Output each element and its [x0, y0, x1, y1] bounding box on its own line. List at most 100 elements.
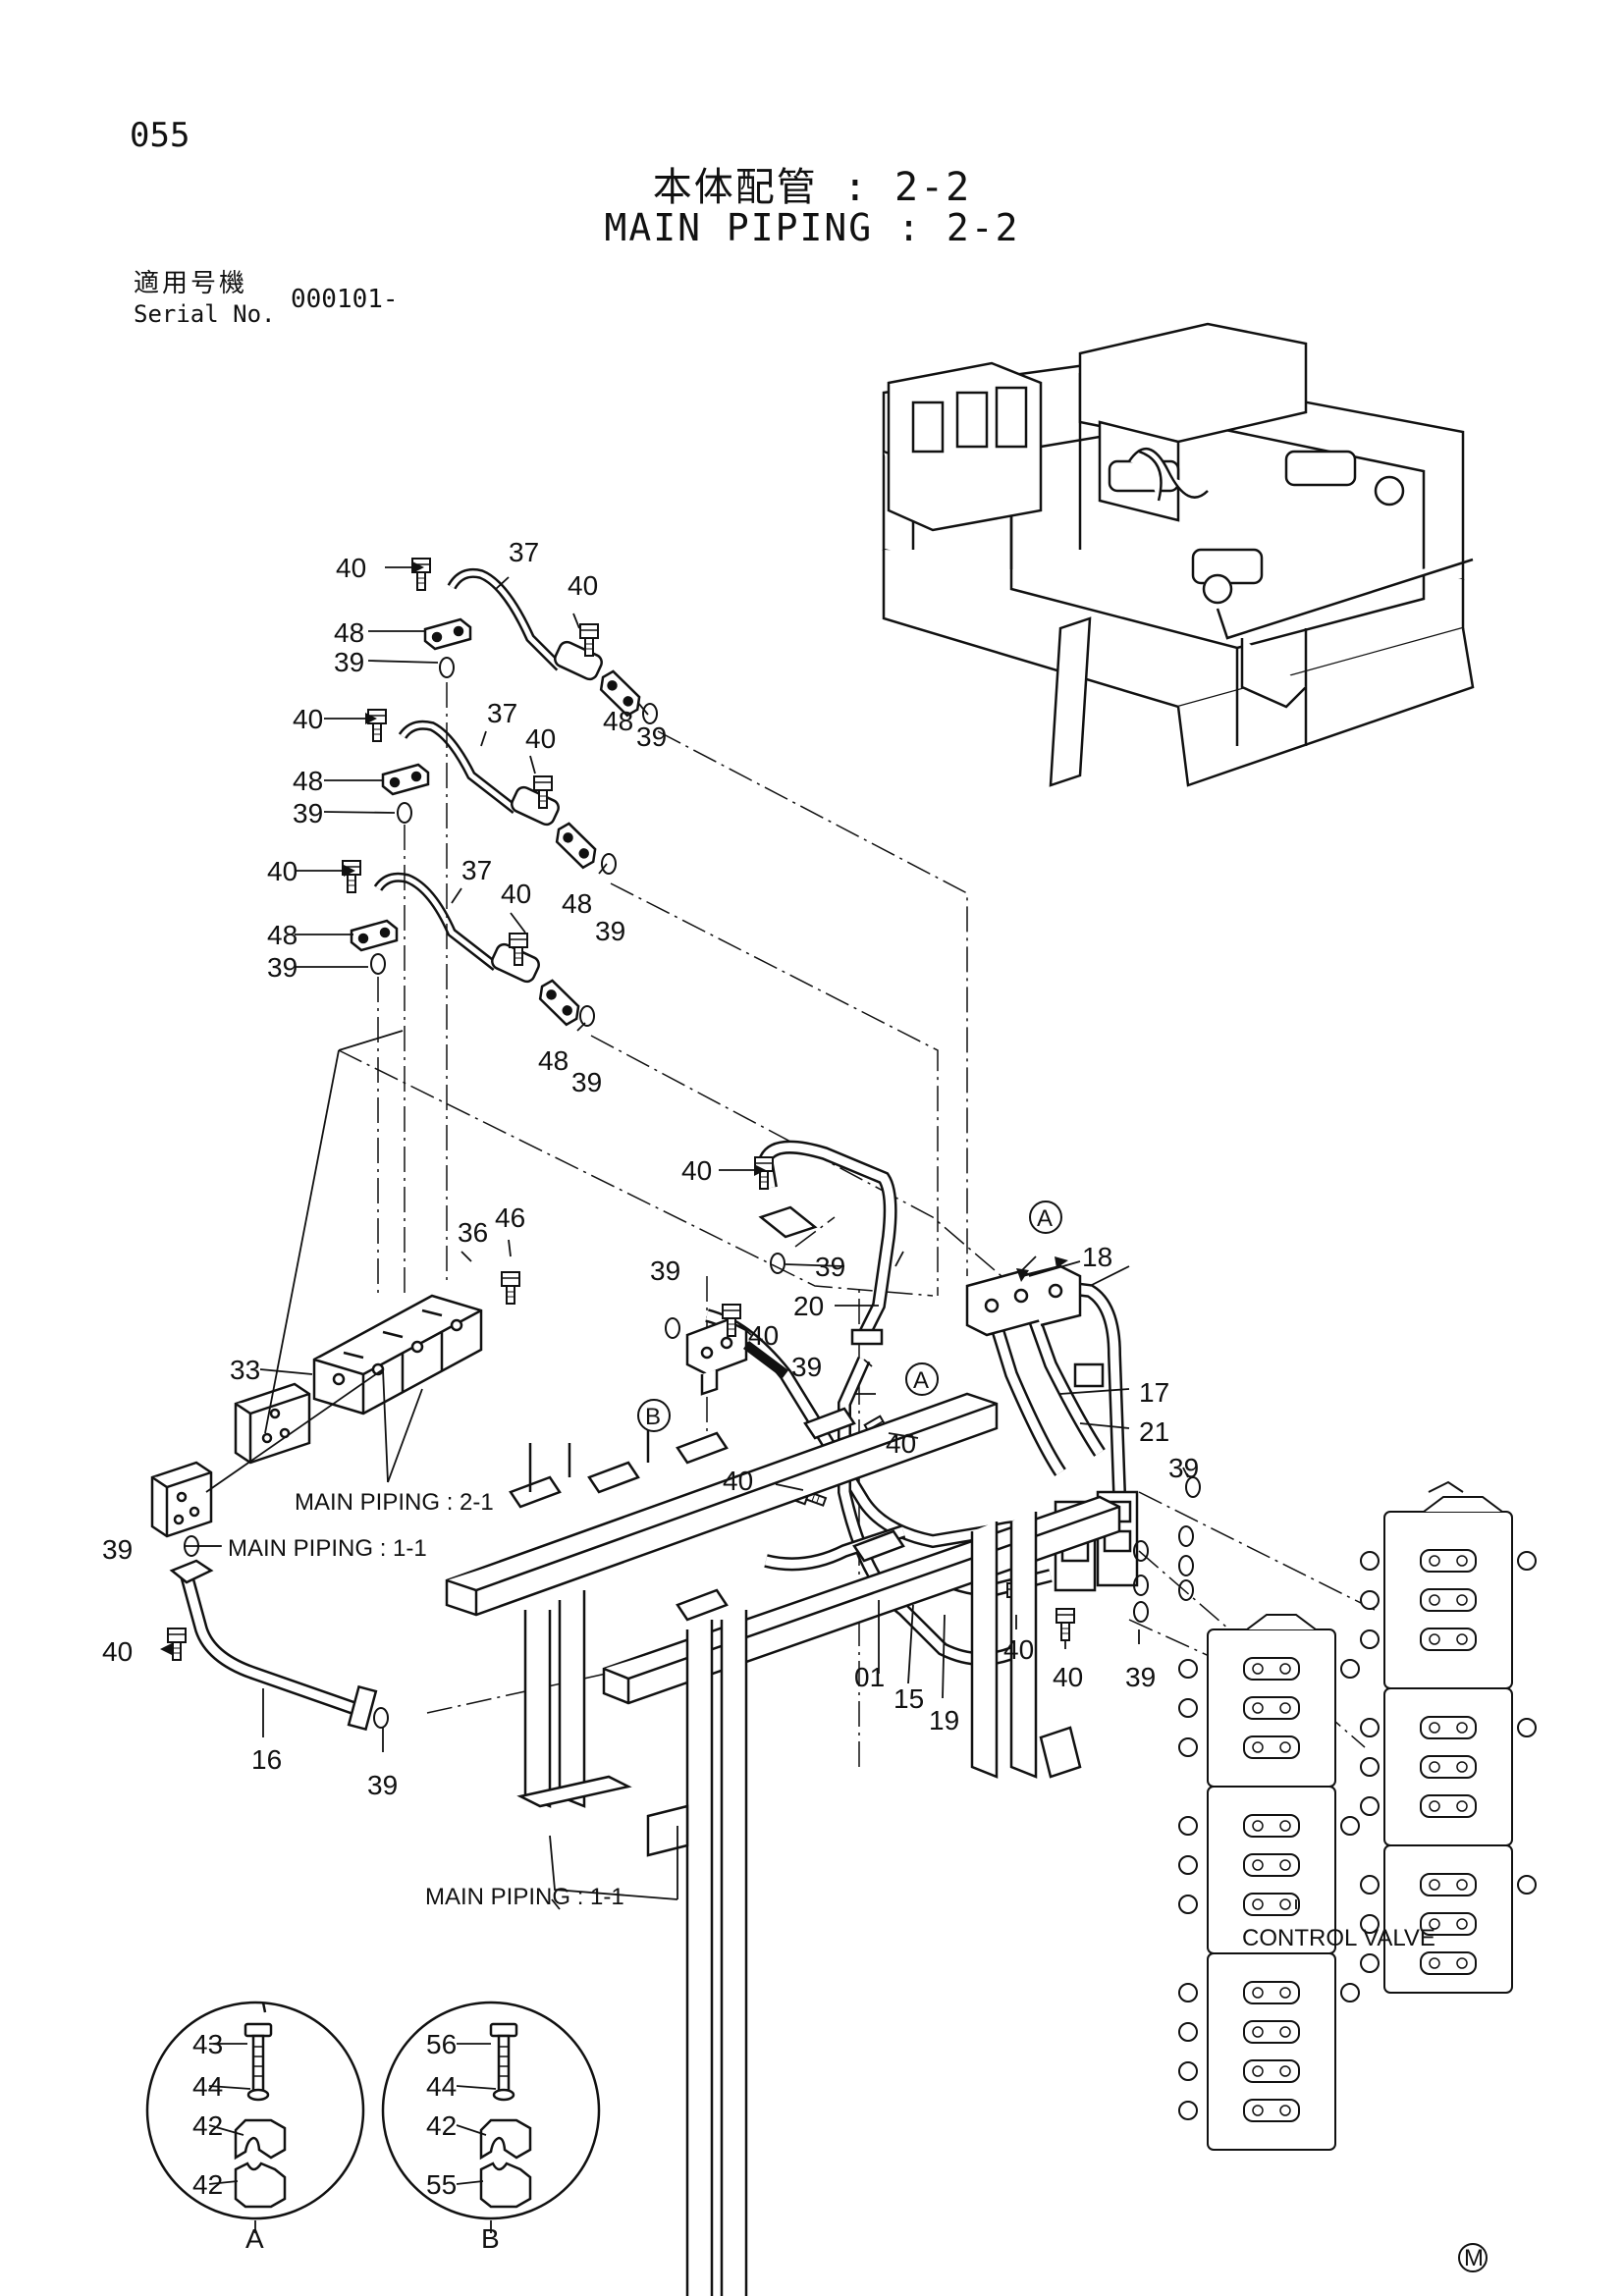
- callout-40: 40: [267, 856, 298, 886]
- callout-21: 21: [1139, 1416, 1169, 1447]
- callout-15: 15: [893, 1683, 924, 1714]
- callout-44: 44: [426, 2071, 457, 2102]
- callout-40: 40: [336, 553, 366, 583]
- bolt-icon: [1056, 1608, 1075, 1641]
- diagram-labels: MAIN PIPING : 2-1 MAIN PIPING : 1-1 MAIN…: [228, 1489, 1435, 2254]
- callout-39: 39: [102, 1534, 133, 1565]
- label-main-piping-2-1: MAIN PIPING : 2-1: [295, 1489, 494, 1516]
- page-title: MAIN PIPING : 2-2: [604, 206, 1020, 249]
- o-ring-icon: [770, 1253, 785, 1274]
- manifold-blocks: [150, 1294, 483, 1538]
- pipe-20: [758, 1140, 897, 1346]
- frame-structure: [445, 1392, 1121, 2296]
- serial-number-value: 000101-: [291, 285, 399, 314]
- callout-39: 39: [650, 1255, 680, 1286]
- bolt-icon: [342, 860, 361, 893]
- callout-46: 46: [495, 1202, 525, 1233]
- callout-48: 48: [334, 617, 364, 648]
- marker-badges: A A B M: [637, 1201, 1488, 2272]
- callout-40: 40: [886, 1428, 916, 1459]
- control-valve-drawing: [1207, 1480, 1513, 2151]
- callout-39: 39: [367, 1770, 398, 1800]
- callout-39: 39: [815, 1252, 845, 1282]
- badge-a-lower: A: [913, 1367, 929, 1394]
- serial-label: Serial No.: [134, 300, 276, 328]
- callout-40: 40: [293, 704, 323, 734]
- callout-42: 42: [426, 2110, 457, 2141]
- o-ring-icon: [370, 953, 386, 975]
- callout-48: 48: [603, 706, 633, 736]
- leader-lines: [205, 1030, 423, 1493]
- o-ring-icon: [1178, 1525, 1194, 1547]
- callout-39: 39: [267, 952, 298, 983]
- o-ring-icon: [397, 802, 412, 824]
- callout-40: 40: [501, 879, 531, 909]
- bolt-icon: [501, 1271, 520, 1305]
- callout-40: 40: [1003, 1634, 1034, 1665]
- o-ring-icon: [601, 853, 617, 875]
- marker-m: M: [1464, 2245, 1484, 2271]
- callout-37: 37: [461, 855, 492, 885]
- badge-b: B: [645, 1404, 661, 1430]
- page-title-japanese: 本体配管 : 2-2: [652, 165, 972, 210]
- callout-39: 39: [1125, 1662, 1156, 1692]
- serial-label-japanese: 適用号機: [134, 269, 248, 298]
- o-ring-icon: [642, 703, 658, 724]
- callout-48: 48: [538, 1045, 568, 1076]
- callout-39: 39: [334, 647, 364, 677]
- detail-a-caption: A: [245, 2223, 264, 2254]
- o-ring-icon: [579, 1005, 595, 1027]
- o-ring-icon: [665, 1317, 680, 1339]
- o-ring-icon: [439, 657, 455, 678]
- callout-39: 39: [636, 721, 667, 752]
- callout-19: 19: [929, 1705, 959, 1735]
- callout-48: 48: [267, 920, 298, 950]
- callout-16: 16: [251, 1744, 282, 1775]
- callout-40: 40: [1053, 1662, 1083, 1692]
- callout-48: 48: [293, 766, 323, 796]
- o-ring-icon: [373, 1707, 389, 1729]
- o-ring-icon: [1178, 1579, 1194, 1601]
- machine-overview-drawing: [882, 322, 1475, 787]
- callout-55: 55: [426, 2169, 457, 2200]
- callout-arrowheads: [160, 561, 1068, 1655]
- callout-33: 33: [230, 1355, 260, 1385]
- callout-37: 37: [487, 698, 517, 728]
- callout-40: 40: [102, 1636, 133, 1667]
- callout-39: 39: [571, 1067, 602, 1097]
- detail-a-drawing: [145, 2001, 365, 2220]
- callout-40: 40: [525, 723, 556, 754]
- callout-39: 39: [595, 916, 625, 946]
- callout-18: 18: [1082, 1242, 1112, 1272]
- label-main-piping-1-1: MAIN PIPING : 1-1: [228, 1535, 427, 1562]
- callout-40: 40: [568, 570, 598, 601]
- callout-42: 42: [192, 2169, 223, 2200]
- control-valve-side-ports: [1178, 1551, 1537, 2120]
- callout-48: 48: [562, 888, 592, 919]
- o-ring-icon: [1133, 1601, 1149, 1623]
- label-main-piping-1-1: MAIN PIPING : 1-1: [425, 1884, 624, 1910]
- callout-leaders: [162, 566, 1297, 2233]
- callout-37: 37: [509, 537, 539, 567]
- hose-assembly-37-lower: [350, 872, 585, 1032]
- badge-a-upper: A: [1037, 1205, 1053, 1232]
- label-control-valve: CONTROL VALVE: [1242, 1925, 1435, 1951]
- callout-39: 39: [791, 1352, 822, 1382]
- o-ring-icon: [1178, 1555, 1194, 1576]
- callout-40: 40: [748, 1320, 779, 1351]
- callout-40: 40: [723, 1466, 753, 1496]
- hose-assembly-37-upper: [423, 567, 646, 722]
- bolt-icon: [367, 709, 387, 742]
- callout-numbers: 40 37 40 48 39 48 39 40 37 40 48 39 48 3…: [102, 537, 1199, 2200]
- callout-36: 36: [458, 1217, 488, 1248]
- callout-40: 40: [681, 1155, 712, 1186]
- hose-assembly-37-middle: [381, 720, 602, 875]
- callout-44: 44: [192, 2071, 223, 2102]
- detail-b-caption: B: [481, 2223, 500, 2254]
- callout-20: 20: [793, 1291, 824, 1321]
- callout-56: 56: [426, 2029, 457, 2059]
- callout-17: 17: [1139, 1377, 1169, 1408]
- pipe-16: [169, 1559, 378, 1732]
- callout-43: 43: [192, 2029, 223, 2059]
